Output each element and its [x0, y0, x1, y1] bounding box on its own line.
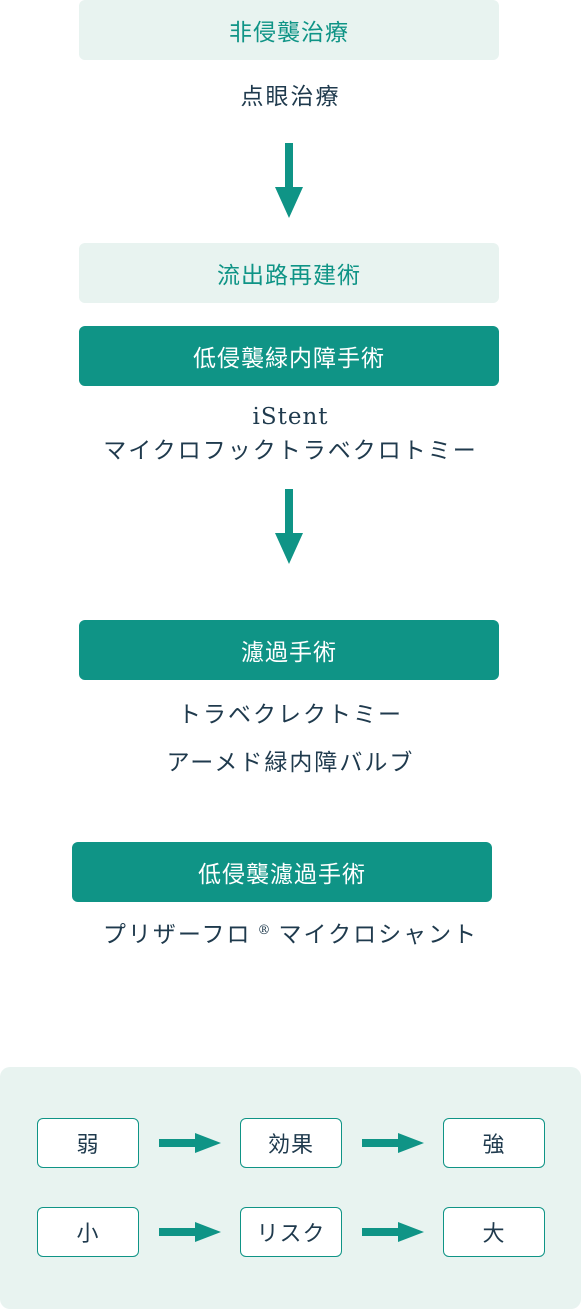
subcategory-migs: 低侵襲緑内障手術 [79, 326, 499, 386]
treatment-preserflo-name: プリザーフロ [102, 922, 252, 948]
category-filtration-surgery: 濾過手術 [79, 620, 499, 680]
legend-arrow-right-3 [159, 1222, 221, 1242]
treatment-eye-drops: 点眼治療 [240, 84, 341, 110]
registered-mark: ® [257, 923, 273, 938]
category-outflow-reconstruction: 流出路再建術 [79, 243, 499, 303]
legend-arrow-right-1 [159, 1133, 221, 1153]
treatment-istent: iStent [252, 404, 329, 430]
treatment-microhook-trabeculotomy: マイクロフックトラベクロトミー [103, 438, 478, 464]
treatment-preserflo-suffix: マイクロシャント [278, 922, 479, 948]
legend-panel: 弱 効果 強 小 リスク 大 [0, 1067, 581, 1309]
legend-effect: 効果 [240, 1118, 342, 1168]
treatment-preserflo: プリザーフロ ® マイクロシャント [0, 920, 581, 951]
legend-small: 小 [37, 1207, 139, 1257]
legend-large: 大 [443, 1207, 545, 1257]
legend-risk: リスク [240, 1207, 342, 1257]
flow-arrow-down-2 [275, 489, 303, 564]
category-minimally-invasive-filtration: 低侵襲濾過手術 [72, 842, 492, 902]
legend-strong: 強 [443, 1118, 545, 1168]
treatment-trabeculectomy: トラベクレクトミー [178, 702, 403, 728]
legend-arrow-right-4 [362, 1222, 424, 1242]
treatment-ahmed-valve: アーメド緑内障バルブ [166, 750, 415, 776]
legend-arrow-right-2 [362, 1133, 424, 1153]
flow-arrow-down-1 [275, 143, 303, 218]
category-non-invasive: 非侵襲治療 [79, 0, 499, 60]
legend-weak: 弱 [37, 1118, 139, 1168]
